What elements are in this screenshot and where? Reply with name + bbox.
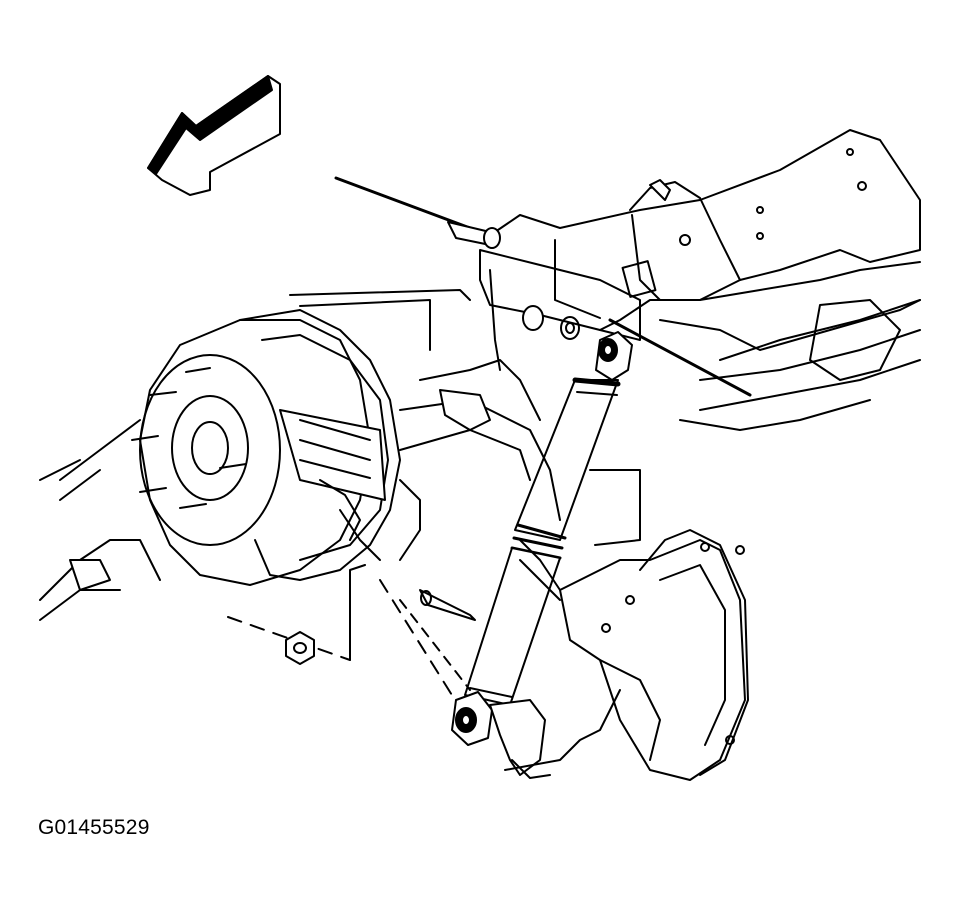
frame-crossmember — [495, 130, 920, 430]
axle-housing — [520, 530, 748, 780]
lower-nut — [286, 632, 314, 664]
shock-absorber — [452, 332, 632, 745]
brake-backing-plate — [240, 310, 400, 580]
upper-mount-bolt — [336, 178, 500, 248]
lower-shock-mount — [490, 690, 620, 778]
axle-tube — [290, 290, 640, 600]
lower-leader-lines — [228, 565, 475, 700]
figure-id-label: G01455529 — [38, 816, 150, 839]
front-direction-arrow-icon — [148, 76, 280, 195]
spring-bracket-left — [40, 420, 160, 620]
